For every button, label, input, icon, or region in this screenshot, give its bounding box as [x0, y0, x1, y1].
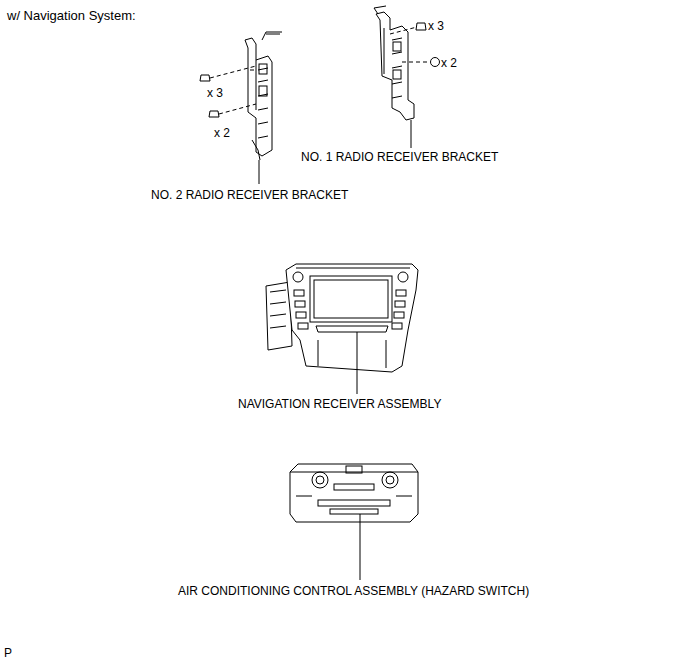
part-label: NAVIGATION RECEIVER ASSEMBLY — [237, 397, 442, 411]
part-label: NO. 2 RADIO RECEIVER BRACKET — [150, 188, 349, 202]
control-panel-drawing — [290, 464, 418, 522]
quantity-label: x 3 — [206, 86, 224, 100]
leader-line — [411, 120, 412, 148]
bracket-drawing — [374, 6, 414, 120]
receiver-drawing — [266, 264, 418, 372]
quantity-label: x 2 — [440, 56, 458, 70]
figure-code: P — [3, 646, 13, 660]
leader-line — [259, 160, 260, 184]
leader-line — [360, 514, 361, 580]
part-label: NO. 1 RADIO RECEIVER BRACKET — [300, 150, 499, 164]
part-label: AIR CONDITIONING CONTROL ASSEMBLY (HAZAR… — [177, 584, 530, 598]
quantity-label: x 2 — [213, 126, 231, 140]
bracket-drawing — [245, 32, 282, 160]
quantity-label: x 3 — [427, 19, 445, 33]
screw-symbol — [200, 66, 256, 117]
leader-line — [357, 332, 358, 394]
section-heading: w/ Navigation System: — [6, 8, 137, 24]
